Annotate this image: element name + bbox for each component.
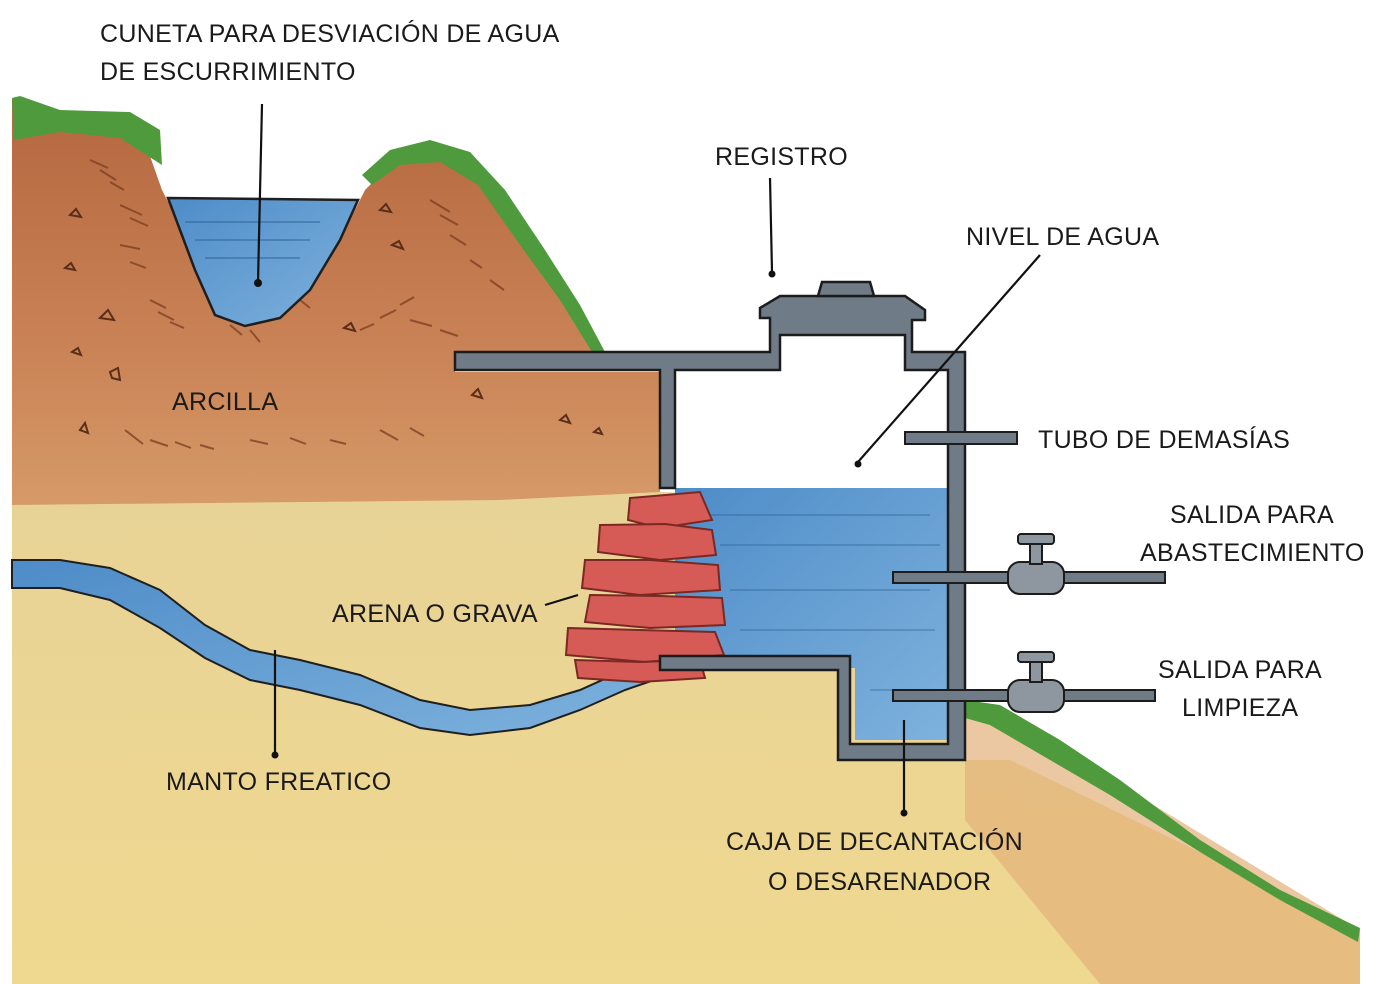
label-salida-limpieza-line2: LIMPIEZA [1182, 694, 1298, 722]
leader-lines [254, 103, 1041, 817]
label-manto-freatico: MANTO FREATICO [166, 768, 392, 796]
label-salida-abastecimiento-line2: ABASTECIMIENTO [1140, 539, 1365, 567]
supply-valve-icon [1007, 533, 1065, 595]
registro-lid [816, 280, 876, 298]
label-salida-abastecimiento-line1: SALIDA PARA [1170, 501, 1334, 529]
label-caja-decantacion-line1: CAJA DE DECANTACIÓN [726, 827, 1023, 856]
ditch-water [166, 196, 360, 328]
label-arena-grava: ARENA O GRAVA [332, 600, 538, 628]
gravel-stones [564, 490, 727, 684]
tank-water [675, 488, 948, 740]
label-tubo-demasias: TUBO DE DEMASÍAS [1038, 425, 1290, 454]
label-registro: REGISTRO [715, 143, 848, 171]
label-nivel-agua: NIVEL DE AGUA [966, 223, 1159, 251]
label-caja-decantacion-line2: O DESARENADOR [768, 868, 991, 896]
label-salida-limpieza-line1: SALIDA PARA [1158, 656, 1322, 684]
right-slope-soil [965, 700, 1360, 984]
overflow-pipe [904, 431, 1018, 445]
label-cuneta-line2: DE ESCURRIMIENTO [100, 58, 356, 86]
grass-mound [362, 140, 605, 352]
tank-structure [453, 294, 967, 762]
clay-pebbles [62, 202, 604, 436]
clay-layer [12, 100, 660, 505]
label-arcilla: ARCILLA [172, 388, 278, 416]
cleaning-valve-icon [1007, 651, 1065, 713]
clay-texture [89, 159, 505, 450]
label-cuneta-line1: CUNETA PARA DESVIACIÓN DE AGUA [100, 19, 560, 48]
grass-right [965, 700, 1360, 942]
grass-left [12, 96, 162, 165]
